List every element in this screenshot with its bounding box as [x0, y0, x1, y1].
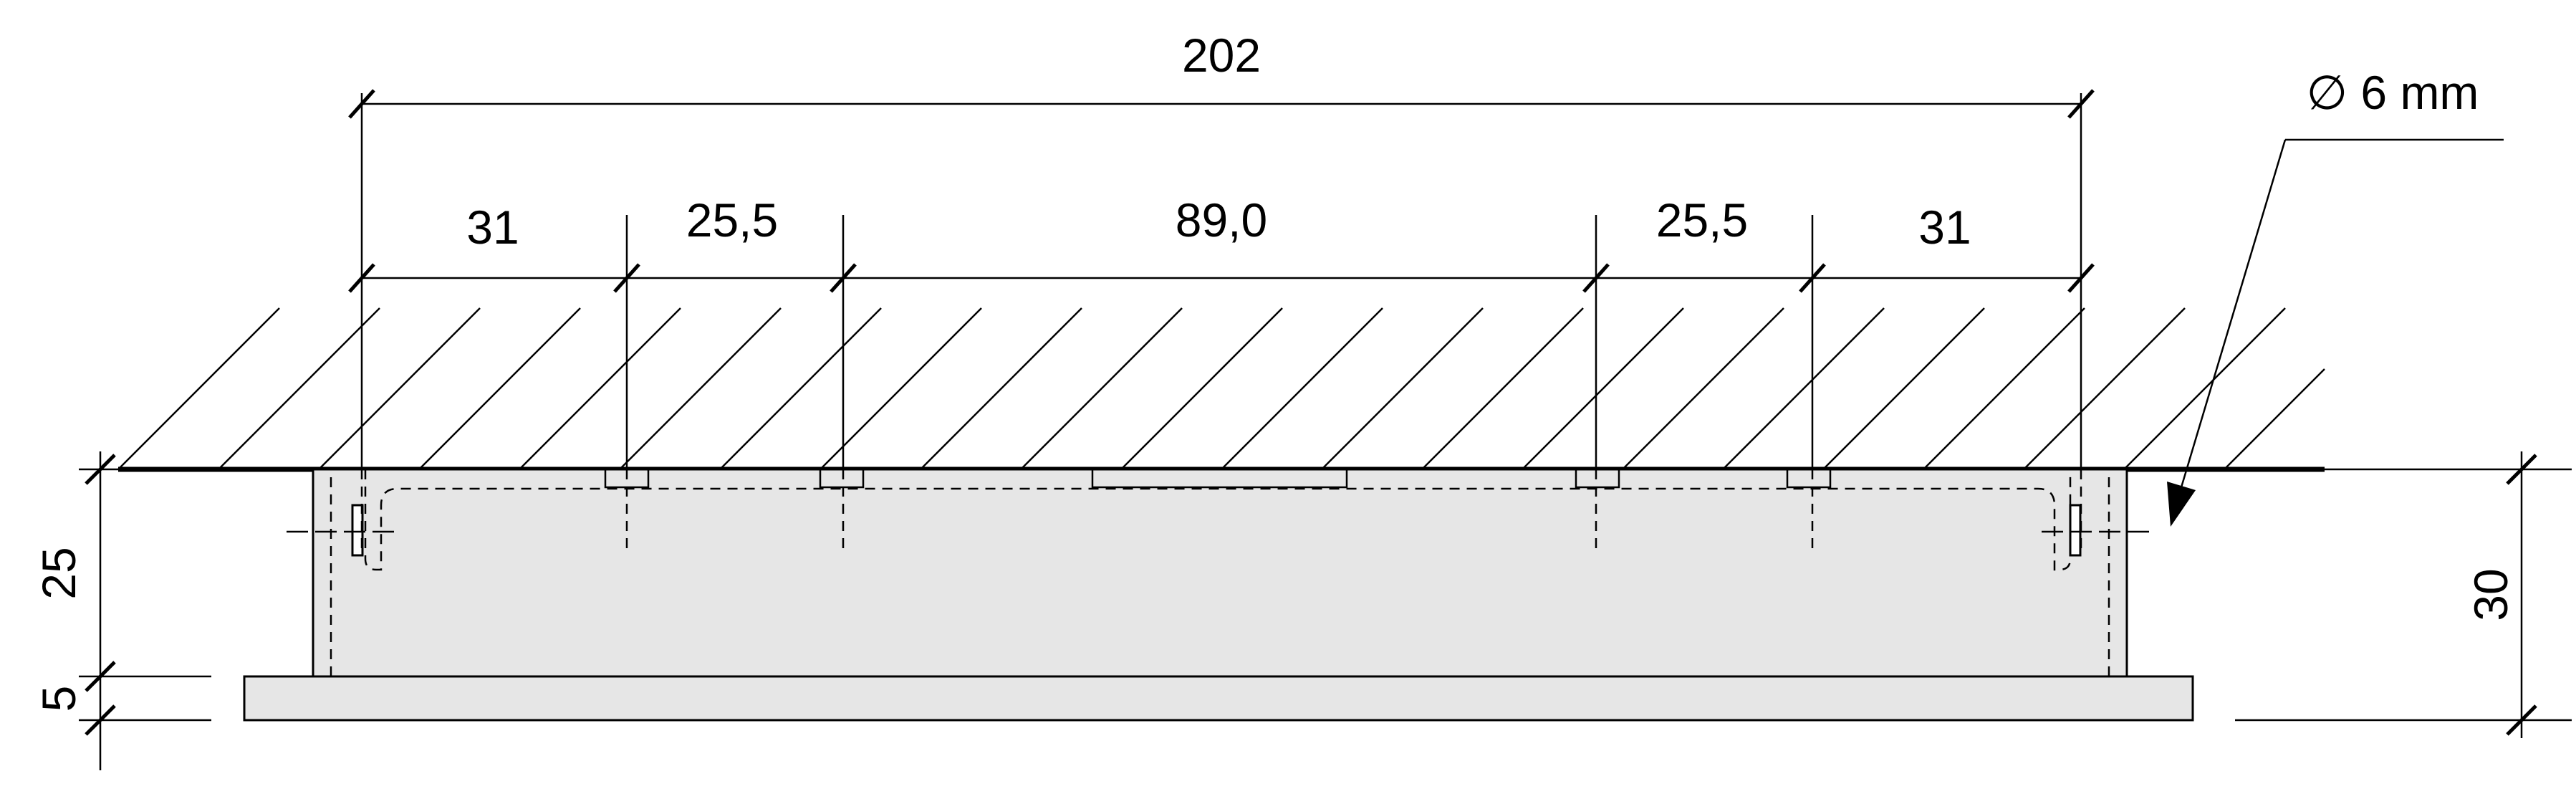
hatch-line — [117, 307, 280, 470]
dimension-height-flange: 5 — [32, 686, 85, 712]
hatch-line — [1321, 307, 1484, 470]
hole-diameter-label: ∅ 6 mm — [2307, 66, 2479, 119]
hatch-line — [218, 307, 380, 470]
panel-flange — [243, 675, 2194, 722]
hatch-line — [2224, 368, 2325, 470]
dimension-overall: 202 — [348, 29, 2095, 119]
hatch-line — [1120, 307, 1283, 470]
hatch-line — [1522, 307, 1684, 470]
hidden-profile — [330, 469, 2110, 676]
hatch-line — [820, 307, 982, 470]
hatch-line — [1020, 307, 1183, 470]
hatch-line — [2023, 307, 2186, 470]
hatch-line — [2123, 307, 2286, 470]
dimension-segment-4: 25,5 — [1656, 193, 1748, 246]
hatch-line — [1722, 307, 1885, 470]
hatch-line — [1822, 307, 1985, 470]
dimension-segment-5: 31 — [1918, 201, 1971, 254]
panel-body — [312, 468, 2128, 678]
dimension-height-total: 30 — [2464, 568, 2517, 621]
ceiling-hatch — [117, 307, 2325, 470]
hatch-line — [1221, 307, 1383, 470]
dimension-segments: 31 25,5 89,0 25,5 31 — [348, 193, 2095, 293]
dimension-segment-1: 31 — [466, 201, 519, 254]
extension-lines — [360, 93, 2082, 555]
dimension-segment-3: 89,0 — [1176, 193, 1267, 246]
dimension-segment-2: 25,5 — [686, 193, 778, 246]
dimension-height-body: 25 — [32, 547, 85, 599]
hatch-line — [1923, 307, 2085, 470]
hatch-line — [519, 307, 681, 470]
hatch-line — [1421, 307, 1584, 470]
screw-left — [287, 504, 401, 557]
dimension-overall-label: 202 — [1182, 29, 1261, 82]
hatch-line — [1622, 307, 1784, 470]
hole-diameter-callout: ∅ 6 mm — [2167, 66, 2504, 527]
hatch-line — [418, 307, 581, 470]
hatch-line — [719, 307, 882, 470]
hatch-line — [318, 307, 481, 470]
hatch-line — [920, 307, 1082, 470]
dimension-left-heights: 25 5 — [32, 451, 313, 770]
dimension-right-height: 30 — [2235, 451, 2572, 738]
hatch-line — [619, 307, 782, 470]
